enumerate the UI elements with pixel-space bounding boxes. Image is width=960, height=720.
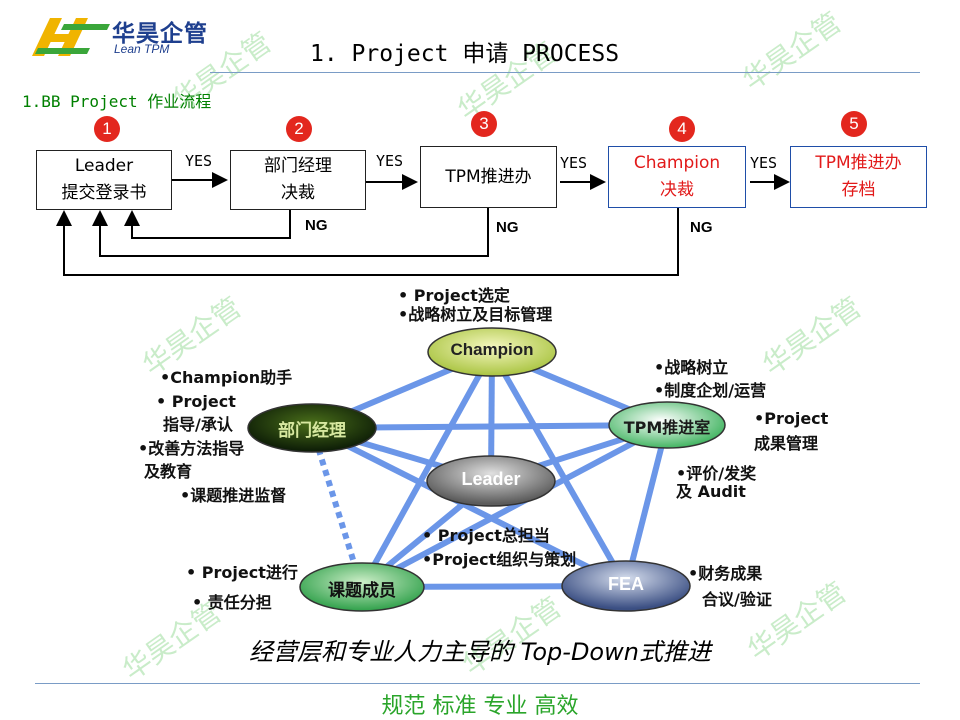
- step-label-line1: TPM推进办: [815, 153, 902, 173]
- step-box-leader: Leader 提交登录书: [36, 150, 172, 210]
- note-tpm-audit: •评价/发奖 及 Audit: [676, 464, 757, 501]
- node-tpm-office: [608, 401, 726, 449]
- yes-label: YES: [185, 152, 213, 170]
- page-title: 1. Project 申请 PROCESS: [310, 41, 620, 67]
- note-member-duties: • Project进行 • 责任分担: [186, 563, 298, 612]
- logo-name-en: Lean TPM: [114, 42, 170, 56]
- ng-return-line-3: [92, 208, 489, 257]
- logo-name-cn: 华昊企管: [112, 21, 208, 47]
- footer-slogan: 规范 标准 专业 高效: [381, 694, 579, 719]
- node-label-dept-manager: 部门经理: [278, 421, 346, 441]
- step-box-tpm-office: TPM推进办: [420, 146, 557, 208]
- node-label-leader: Leader: [461, 469, 521, 489]
- step-label-line1: Champion: [633, 153, 721, 173]
- logo-mark-icon: [32, 18, 110, 56]
- ng-return-line-2: [124, 210, 291, 239]
- ng-label: NG: [690, 219, 713, 236]
- link-tpm-fea: [623, 424, 670, 587]
- company-logo: 华昊企管 Lean TPM: [30, 14, 210, 60]
- step-label-line2: 决裁: [660, 180, 694, 200]
- step-number-badge: 5: [841, 111, 867, 137]
- ng-return-line-4: [56, 208, 679, 276]
- step-box-tpm-archive: TPM推进办 存档: [790, 146, 927, 208]
- step-label-line1: Leader: [74, 156, 134, 176]
- step-label-line1: 部门经理: [264, 156, 332, 176]
- node-label-tpm-office: TPM推进室: [623, 418, 711, 437]
- ng-label: NG: [305, 217, 328, 234]
- flow-connectors: [56, 172, 790, 276]
- node-leader: [426, 455, 556, 507]
- yes-label: YES: [376, 152, 404, 170]
- node-label-fea: FEA: [608, 574, 644, 594]
- step-label-line2: 存档: [841, 180, 876, 200]
- note-champion-duties: • Project选定 •战略树立及目标管理: [398, 286, 553, 324]
- step-box-champion: Champion 决裁: [608, 146, 746, 208]
- note-leader-duties: • Project总担当 •Project组织与策划: [422, 526, 577, 569]
- step-label-line1: TPM推进办: [445, 166, 532, 187]
- step-number-badge: 3: [471, 111, 497, 137]
- step-label-line2: 决裁: [281, 183, 315, 203]
- node-project-member: [299, 562, 425, 612]
- node-fea: [561, 560, 691, 612]
- step-number-badge: 4: [669, 116, 695, 142]
- link-champion-member: [359, 350, 495, 589]
- step-number-badge: 1: [94, 116, 120, 142]
- note-tpm-results: •Project 成果管理: [754, 409, 829, 453]
- section-title: 1.BB Project 作业流程: [22, 92, 212, 111]
- link-tpm-member: [360, 422, 669, 590]
- footer-divider: [35, 683, 920, 684]
- step-number-badge: 2: [286, 116, 312, 142]
- diagram-tagline: 经营层和专业人力主导的 Top-Down式推进: [249, 638, 711, 666]
- yes-label: YES: [750, 154, 778, 172]
- ng-label: NG: [496, 219, 519, 236]
- step-box-dept-manager: 部门经理 决裁: [230, 150, 366, 210]
- link-champion-fea: [489, 350, 629, 588]
- link-manager-fea: [310, 425, 628, 589]
- yes-label: YES: [560, 154, 588, 172]
- node-champion: [427, 327, 557, 377]
- node-dept-manager: [247, 403, 377, 453]
- node-label-project-member: 课题成员: [328, 581, 396, 601]
- step-label-line2: 提交登录书: [61, 183, 147, 203]
- node-label-champion: Champion: [450, 340, 534, 359]
- note-manager-duties: •Champion助手 • Project 指导/承认 •改善方法指导 及教育 …: [138, 368, 293, 505]
- note-fea-duties: •财务成果 合议/验证: [688, 564, 772, 609]
- header-divider: [210, 72, 920, 73]
- note-tpm-strategy: •战略树立 •制度企划/运营: [654, 358, 767, 400]
